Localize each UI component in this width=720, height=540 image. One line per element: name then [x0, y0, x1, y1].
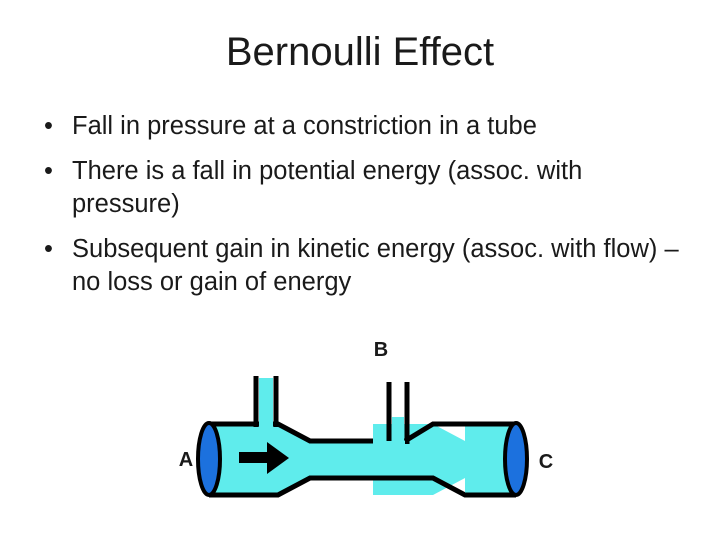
bullet-marker-icon: •: [44, 112, 53, 140]
venturi-tube-diagram: A B C: [168, 332, 568, 508]
bullet-marker-icon: •: [44, 235, 53, 263]
venturi-tube-svg: A B C: [179, 339, 553, 498]
bullet-list: • Fall in pressure at a constriction in …: [36, 110, 691, 311]
list-item: • There is a fall in potential energy (a…: [36, 155, 691, 221]
diagram-label-a: A: [179, 449, 193, 471]
inlet-cross-section-ellipse: [196, 421, 222, 497]
diagram-label-c: C: [539, 451, 553, 473]
outlet-cross-section-ellipse: [503, 421, 529, 497]
diagram-label-b: B: [374, 339, 388, 361]
page-title: Bernoulli Effect: [225, 30, 495, 74]
list-item-text: Subsequent gain in kinetic energy (assoc…: [72, 235, 679, 296]
list-item-text: There is a fall in potential energy (ass…: [72, 157, 583, 218]
list-item: • Subsequent gain in kinetic energy (ass…: [36, 233, 691, 299]
flow-direction-arrow-icon: [239, 442, 289, 474]
tube-outline-top-left: [209, 421, 373, 444]
manometer-a-liquid-column: [259, 378, 273, 444]
manometer-b-liquid-column: [392, 417, 404, 445]
tube-outlet-fill: [465, 424, 516, 495]
tube-throat-fill: [373, 441, 405, 478]
list-item-text: Fall in pressure at a constriction in a …: [72, 112, 537, 140]
bullet-marker-icon: •: [44, 157, 53, 185]
list-item: • Fall in pressure at a constriction in …: [36, 110, 691, 143]
tube-fluid-fill: [209, 424, 516, 495]
